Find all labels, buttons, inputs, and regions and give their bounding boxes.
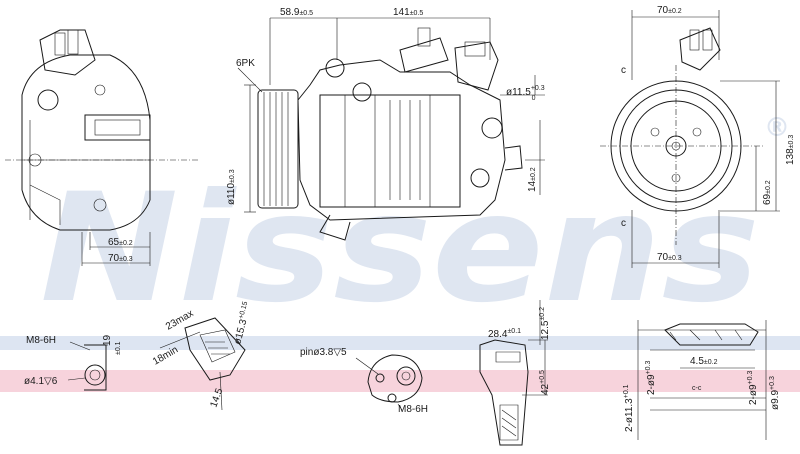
registered-mark: ®	[764, 113, 790, 143]
dim-pulley-diameter: ø110±0.3	[226, 169, 237, 205]
section-cc-label: c-c	[692, 385, 702, 392]
dim-70-bottom-right: 70±0.3	[657, 252, 682, 263]
angle-label: 28.4±0.1	[488, 328, 521, 340]
bore-2-label: 2-ø9+0.3	[645, 361, 657, 395]
bore-3-label: 2-ø9+0.3	[747, 371, 759, 405]
section-marker-c-bottom: c	[621, 218, 626, 229]
depth-12-5-label: 12.5±0.2	[539, 307, 551, 340]
detail-port-section	[479, 300, 548, 446]
pulley-type-label: 6PK	[236, 58, 255, 69]
dim-138: 138±0.3	[785, 135, 796, 165]
height-42-label: 42+0.5	[539, 370, 551, 395]
detail-section-cc	[637, 320, 767, 440]
thread-label-2: M8-6H	[398, 404, 428, 415]
front-view	[237, 17, 545, 241]
section-width-label: 4.5±0.2	[690, 356, 718, 367]
dim-58-9: 58.9±0.5	[280, 7, 313, 18]
dim-70-left: 70±0.3	[108, 253, 133, 264]
hole-depth-label: 19	[102, 334, 113, 346]
detail-port	[159, 317, 246, 411]
bore-4-label: ø9.9+0.3	[769, 376, 781, 410]
dim-141: 141±0.5	[393, 7, 423, 18]
thread-label-1: M8-6H	[26, 335, 56, 346]
blue-band	[0, 336, 800, 350]
dim-65: 65±0.2	[108, 237, 133, 248]
dim-69: 69±0.2	[762, 180, 773, 205]
left-side-view	[5, 29, 200, 266]
dim-port-offset: 14±0.2	[527, 167, 538, 192]
pin-label: pinø3.8▽5	[300, 347, 347, 358]
pulley-face-view	[600, 10, 780, 268]
detail-pin	[355, 354, 423, 411]
pink-band	[0, 370, 800, 392]
bore-1-label: 2-ø11.3+0.1	[623, 384, 635, 432]
section-marker-c-top: c	[621, 65, 626, 76]
hole-diameter-label: ø4.1▽6	[24, 376, 58, 387]
dim-70-top-right: 70±0.2	[657, 5, 682, 16]
hole-depth-tol: ±0.1	[115, 341, 122, 355]
detail-bolt-hole	[67, 341, 108, 391]
